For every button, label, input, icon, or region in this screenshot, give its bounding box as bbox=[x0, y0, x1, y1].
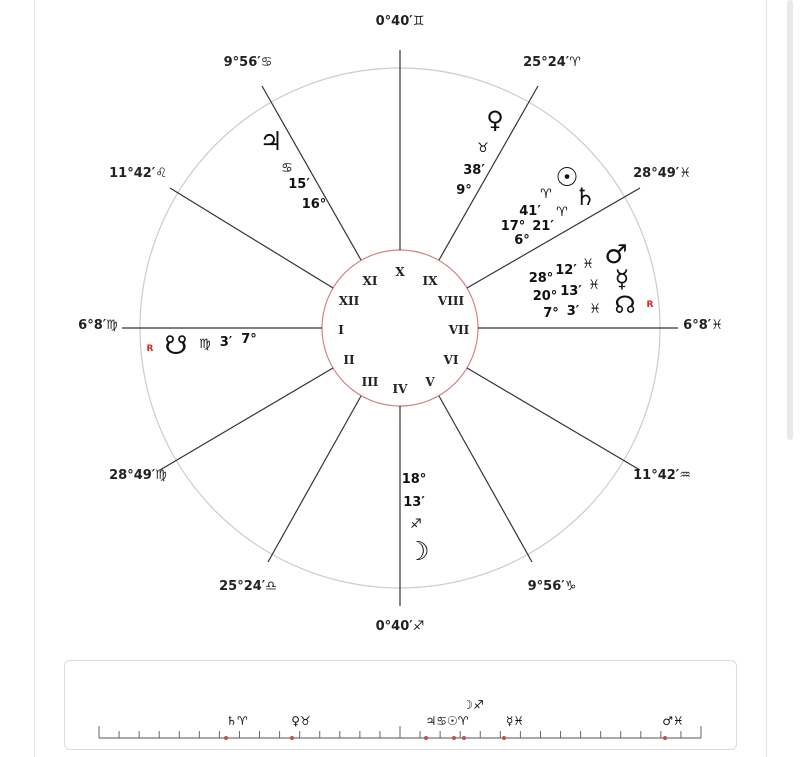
venus-sign: ♉ bbox=[477, 141, 489, 156]
venus-degrees: 9° bbox=[456, 183, 472, 198]
moon-icon: ☽ bbox=[406, 537, 429, 567]
degree-ruler bbox=[98, 726, 702, 739]
sun-icon: ☉ bbox=[555, 163, 578, 193]
strip-label-saturn-aries: ♄♈ bbox=[226, 714, 248, 728]
house-number-4: IV bbox=[393, 382, 409, 396]
strip-marker-mars bbox=[663, 736, 667, 740]
south-node-degrees: 7° bbox=[241, 332, 257, 347]
mars-minutes: 12′ bbox=[555, 263, 577, 278]
degree-strip-panel: ♄♈ ♀♉ ☽♐ ♃♋☉♈ ☿♓ ♂♓ bbox=[64, 660, 737, 750]
left-border bbox=[34, 0, 35, 757]
south-node-icon: ☋ bbox=[164, 331, 187, 361]
sun-degrees: 17° bbox=[501, 219, 526, 234]
strip-label-moon-sag: ☽♐ bbox=[462, 698, 484, 712]
sun-sign: ♈ bbox=[540, 187, 552, 202]
jupiter-sign: ♋ bbox=[281, 161, 293, 176]
cusp-label-lower-left: 28°49′♍ bbox=[109, 468, 167, 483]
cusp-line-lower-left bbox=[159, 367, 334, 471]
cusp-line-lower-right bbox=[466, 367, 641, 471]
north-node-sign: ♓ bbox=[589, 302, 601, 317]
north-node-minutes: 3′ bbox=[567, 304, 580, 319]
cusp-line-top-right bbox=[438, 85, 539, 261]
mercury-sign: ♓ bbox=[588, 278, 600, 293]
strip-label-jupiter-cancer-sun-aries: ♃♋☉♈ bbox=[425, 714, 468, 728]
cusp-label-top-right: 25°24′♈ bbox=[523, 55, 581, 70]
moon-minutes: 13′ bbox=[403, 495, 425, 510]
strip-label-mars-pisces: ♂♓ bbox=[662, 714, 684, 728]
house-number-11: XI bbox=[363, 274, 378, 288]
north-node-icon: ☊ bbox=[614, 291, 635, 319]
jupiter-icon: ♃ bbox=[259, 127, 282, 157]
north-node-retrograde: R bbox=[647, 300, 654, 310]
saturn-degrees: 6° bbox=[514, 233, 530, 248]
house-number-6: VI bbox=[443, 353, 459, 367]
moon-degrees: 18° bbox=[402, 472, 427, 487]
house-number-12: XII bbox=[339, 294, 360, 308]
mercury-minutes: 13′ bbox=[560, 284, 582, 299]
house-number-9: IX bbox=[423, 274, 439, 288]
scrollbar[interactable] bbox=[787, 0, 793, 440]
cusp-line-upper-right bbox=[466, 187, 641, 289]
venus-icon: ♀ bbox=[486, 106, 504, 134]
strip-marker-saturn bbox=[224, 736, 228, 740]
house-number-5: V bbox=[424, 375, 435, 389]
strip-marker-jupiter bbox=[424, 736, 428, 740]
north-node-degrees: 7° bbox=[543, 306, 559, 321]
saturn-sign: ♈ bbox=[556, 205, 568, 220]
south-node-retrograde: R bbox=[147, 344, 154, 354]
house-number-10: X bbox=[395, 265, 405, 279]
house-number-7: VII bbox=[448, 323, 470, 337]
mars-degrees: 28° bbox=[529, 271, 554, 286]
cusp-line-bottom-right bbox=[438, 395, 533, 563]
cusp-label-bottom-left: 25°24′♎ bbox=[219, 579, 277, 594]
house-number-3: III bbox=[362, 375, 379, 389]
mercury-degrees: 20° bbox=[533, 289, 558, 304]
jupiter-degrees: 16° bbox=[302, 197, 327, 212]
house-number-1: I bbox=[338, 323, 344, 337]
jupiter-minutes: 15′ bbox=[288, 177, 310, 192]
strip-marker-moon bbox=[462, 736, 466, 740]
sun-minutes: 41′ bbox=[519, 204, 541, 219]
venus-minutes: 38′ bbox=[463, 163, 485, 178]
saturn-icon: ♄ bbox=[574, 183, 596, 211]
cusp-label-bottom: 0°40′♐ bbox=[376, 619, 425, 634]
mercury-icon: ☿ bbox=[615, 265, 630, 293]
cusp-label-upper-right: 28°49′♓ bbox=[633, 166, 691, 181]
south-node-minutes: 3′ bbox=[220, 335, 233, 350]
house-number-8: VIII bbox=[437, 294, 465, 308]
mars-sign: ♓ bbox=[582, 257, 594, 272]
cusp-label-bottom-right: 9°56′♑ bbox=[528, 579, 577, 594]
strip-label-mercury-pisces: ☿♓ bbox=[506, 714, 524, 728]
cusp-label-left: 6°8′♍ bbox=[78, 318, 118, 333]
cusp-label-right: 6°8′♓ bbox=[683, 318, 723, 333]
cusp-label-top-left: 9°56′♋ bbox=[224, 55, 273, 70]
cusp-label-upper-left: 11°42′♌ bbox=[109, 166, 167, 181]
south-node-sign: ♍ bbox=[199, 337, 211, 352]
saturn-minutes: 21′ bbox=[532, 219, 554, 234]
cusp-line-top-left bbox=[261, 85, 362, 261]
cusp-label-top: 0°40′♊ bbox=[376, 14, 425, 29]
strip-label-venus-taurus: ♀♉ bbox=[291, 714, 311, 728]
natal-chart-wheel: 0°40′♊ 9°56′♋ 25°24′♈ 11°42′♌ 28°49′♓ 6°… bbox=[78, 14, 723, 634]
right-border bbox=[766, 0, 767, 757]
house-number-2: II bbox=[343, 353, 355, 367]
cusp-label-lower-right: 11°42′♒ bbox=[633, 468, 691, 483]
strip-marker-sun bbox=[452, 736, 456, 740]
strip-marker-venus bbox=[290, 736, 294, 740]
degree-strip: ♄♈ ♀♉ ☽♐ ♃♋☉♈ ☿♓ ♂♓ bbox=[98, 698, 702, 740]
strip-marker-mercury bbox=[502, 736, 506, 740]
mars-icon: ♂ bbox=[604, 240, 627, 270]
cusp-line-bottom-left bbox=[267, 395, 362, 563]
moon-sign: ♐ bbox=[410, 517, 422, 532]
cusp-line-upper-left bbox=[169, 187, 334, 289]
